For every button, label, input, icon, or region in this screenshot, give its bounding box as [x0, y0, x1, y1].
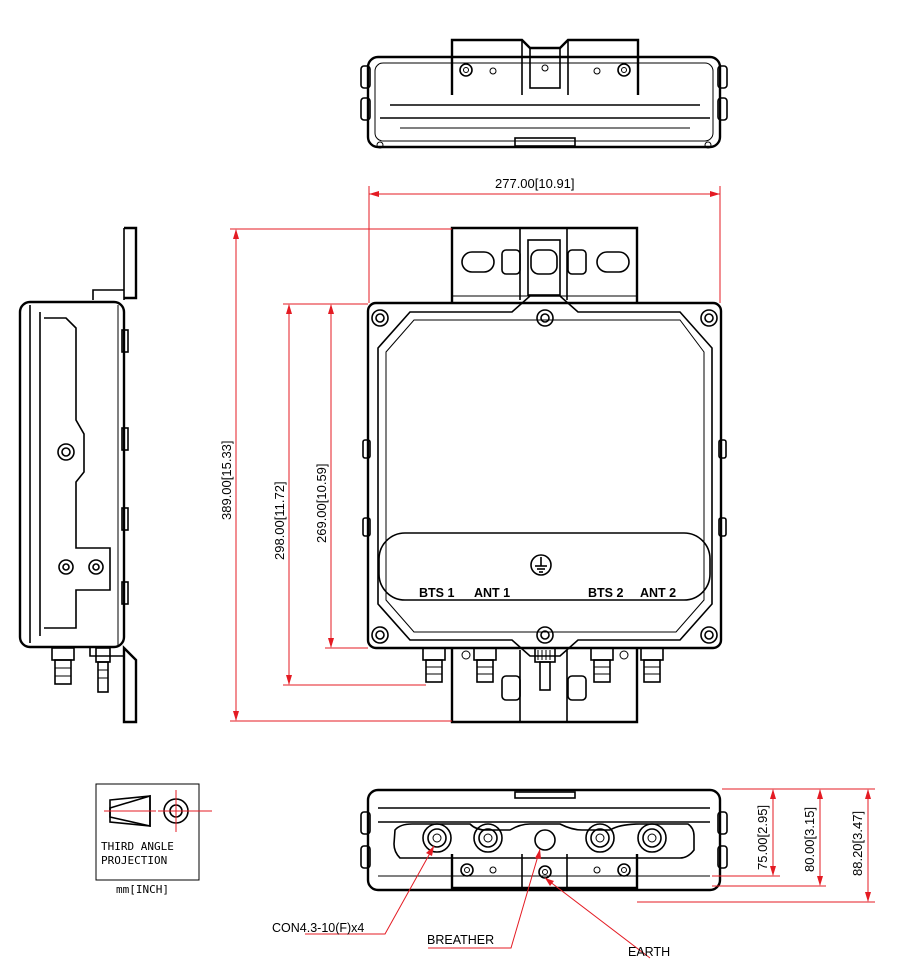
dim-width-277: 277.00[10.91]	[495, 176, 575, 191]
callout-earth: EARTH	[628, 945, 670, 959]
dim-depth-75: 75.00[2.95]	[755, 805, 770, 870]
dim-depth-80: 80.00[3.15]	[802, 807, 817, 872]
projection-line1: THIRD ANGLE	[101, 840, 174, 853]
front-view: BTS 1 ANT 1 BTS 2 ANT 2	[362, 226, 727, 724]
dim-height-298: 298.00[11.72]	[272, 481, 287, 560]
port-label-bts1: BTS 1	[419, 586, 454, 600]
port-label-ant1: ANT 1	[474, 586, 510, 600]
callout-breather: BREATHER	[427, 933, 494, 947]
callout-connector: CON4.3-10(F)x4	[272, 921, 364, 935]
dim-height-389: 389.00[15.33]	[219, 440, 234, 520]
dimension-lines	[230, 186, 875, 959]
front-connectors	[422, 647, 664, 691]
bottom-view	[360, 788, 728, 892]
projection-units: mm[INCH]	[116, 883, 169, 896]
dim-height-269: 269.00[10.59]	[314, 463, 329, 543]
projection-symbol: THIRD ANGLE PROJECTION mm[INCH]	[95, 783, 212, 896]
earth-symbol-icon	[530, 554, 552, 576]
projection-line2: PROJECTION	[101, 854, 167, 867]
dim-depth-88: 88.20[3.47]	[850, 811, 865, 876]
top-view	[360, 38, 728, 149]
port-label-bts2: BTS 2	[588, 586, 623, 600]
port-label-ant2: ANT 2	[640, 586, 676, 600]
side-view	[18, 226, 138, 724]
